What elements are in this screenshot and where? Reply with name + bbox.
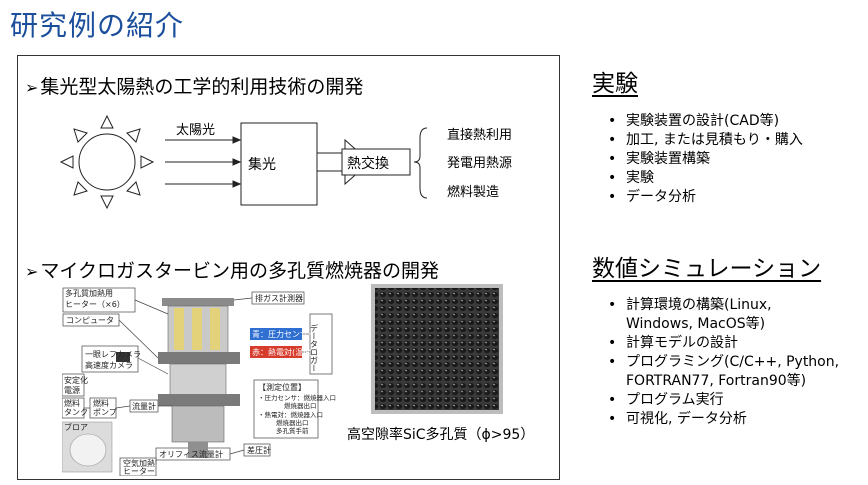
- simulation-heading: 数値シミュレーション: [592, 256, 822, 282]
- measure-box: [253, 379, 319, 439]
- section-heading-combustor-text: マイクロガスタービン用の多孔質燃焼器の開発: [40, 260, 440, 282]
- section-heading-solar: ➢集光型太陽熱の工学的利用技術の開発: [25, 72, 363, 99]
- research-panel: [17, 55, 560, 480]
- list-item: データ分析: [600, 188, 803, 207]
- list-item: プログラム実行: [600, 391, 840, 410]
- label-stabilized: 安定化: [64, 375, 88, 385]
- list-item: 実験装置の設計(CAD等): [600, 112, 803, 131]
- label-fuel-2: 燃料: [93, 398, 109, 408]
- heat-exchanger-label: 熱交換: [347, 155, 389, 172]
- arrow-bullet-icon-2: ➢: [25, 262, 39, 281]
- simulation-list: 計算環境の構築(Linux, Windows, MacOS等) 計算モデルの設計…: [600, 296, 840, 429]
- label-m5: 多孔質手前: [276, 426, 309, 435]
- section-heading-combustor: ➢マイクロガスタービン用の多孔質燃焼器の開発: [25, 256, 439, 283]
- logger-box: [309, 313, 333, 375]
- label-flowmeter: 流量計: [132, 401, 156, 411]
- label-m2: 燃焼器出口: [284, 401, 317, 410]
- list-item: 加工, または見積もり・購入: [600, 131, 803, 150]
- experiment-heading: 実験: [592, 71, 638, 97]
- output-fuel: 燃料製造: [447, 184, 499, 200]
- sunlight-label: 太陽光: [176, 123, 215, 138]
- label-single-lens: 一眼レフカメラ: [85, 350, 141, 359]
- photo-caption: 高空隙率SiC多孔質（ϕ>95）: [347, 427, 535, 443]
- list-item: 可視化, データ分析: [600, 410, 840, 429]
- heat-exchanger-box: [341, 148, 411, 176]
- solar-diagram: 太陽光 集光 熱交換 直接熱利用 発電用熱源 燃料製造: [59, 114, 512, 210]
- label-blue-sensor: 青：圧力センサー: [252, 329, 316, 339]
- combustor-icon: [158, 298, 240, 458]
- label-pressure-gauge: 差圧計: [247, 445, 271, 455]
- label-m4: 燃焼器出口: [276, 418, 309, 427]
- power-box: [62, 373, 85, 397]
- list-item: 実験: [600, 169, 803, 188]
- pressure-sensor-legend: [250, 328, 302, 340]
- label-exhaust-analyzer: 排ガス計測器: [255, 293, 303, 303]
- output-direct-heat: 直接熱利用: [447, 127, 512, 143]
- label-red-thermo: 赤：熱電対(温度): [252, 347, 314, 357]
- label-data-logger: データロガー: [310, 323, 319, 372]
- page-title: 研究例の紹介: [10, 9, 185, 42]
- label-pump: ポンプ: [93, 408, 117, 417]
- list-item: プログラミング(C/C++, Python, FORTRAN77, Fortra…: [600, 353, 840, 391]
- label-m3: ・熱電対：燃焼器入口: [258, 410, 323, 419]
- label-power-supply: 電源: [64, 386, 80, 395]
- output-power-heat: 発電用熱源: [447, 156, 512, 171]
- thermocouple-legend: [250, 346, 302, 358]
- label-measure-pos: 【測定位置】: [258, 382, 306, 392]
- list-item: 計算環境の構築(Linux, Windows, MacOS等): [600, 296, 840, 334]
- label-tank: タンク: [64, 408, 88, 417]
- label-porous-heater: 多孔質加熱用: [65, 288, 113, 298]
- heater-box: [62, 287, 136, 313]
- sun-icon: [59, 114, 155, 210]
- brace-icon: [413, 127, 428, 199]
- list-item: 計算モデルの設計: [600, 334, 840, 353]
- label-heater-x6: ヒーター（×6）: [65, 300, 125, 309]
- label-fuel: 燃料: [64, 398, 80, 408]
- label-blower: ブロア: [64, 422, 88, 432]
- sunlight-arrows: [165, 136, 242, 188]
- camera-icon: [116, 352, 130, 362]
- arrow-bullet-icon: ➢: [25, 78, 39, 97]
- collector-label: 集光: [248, 156, 276, 173]
- label-high-speed-camera: 高速度カメラ: [85, 360, 133, 370]
- label-computer: コンピュータ: [66, 316, 114, 325]
- label-air-heater-2: ヒーター: [123, 467, 155, 476]
- label-orifice: オリフィス流量計: [159, 449, 223, 459]
- apparatus-diagram: 多孔質加熱用 ヒーター（×6） コンピュータ 一眼レフカメラ 高速度カメラ 安定…: [62, 287, 336, 476]
- list-item: 実験装置構築: [600, 150, 803, 169]
- collector-box: [240, 122, 318, 206]
- section-heading-solar-text: 集光型太陽熱の工学的利用技術の開発: [40, 76, 364, 98]
- label-m1: ・圧力センサ：燃焼器入口: [258, 393, 336, 402]
- label-air-heater-1: 空気加熱: [123, 458, 155, 468]
- experiment-list: 実験装置の設計(CAD等) 加工, または見積もり・購入 実験装置構築 実験 デ…: [600, 112, 803, 207]
- air-heater-box: [119, 457, 157, 476]
- porous-sic-photo: [371, 284, 503, 414]
